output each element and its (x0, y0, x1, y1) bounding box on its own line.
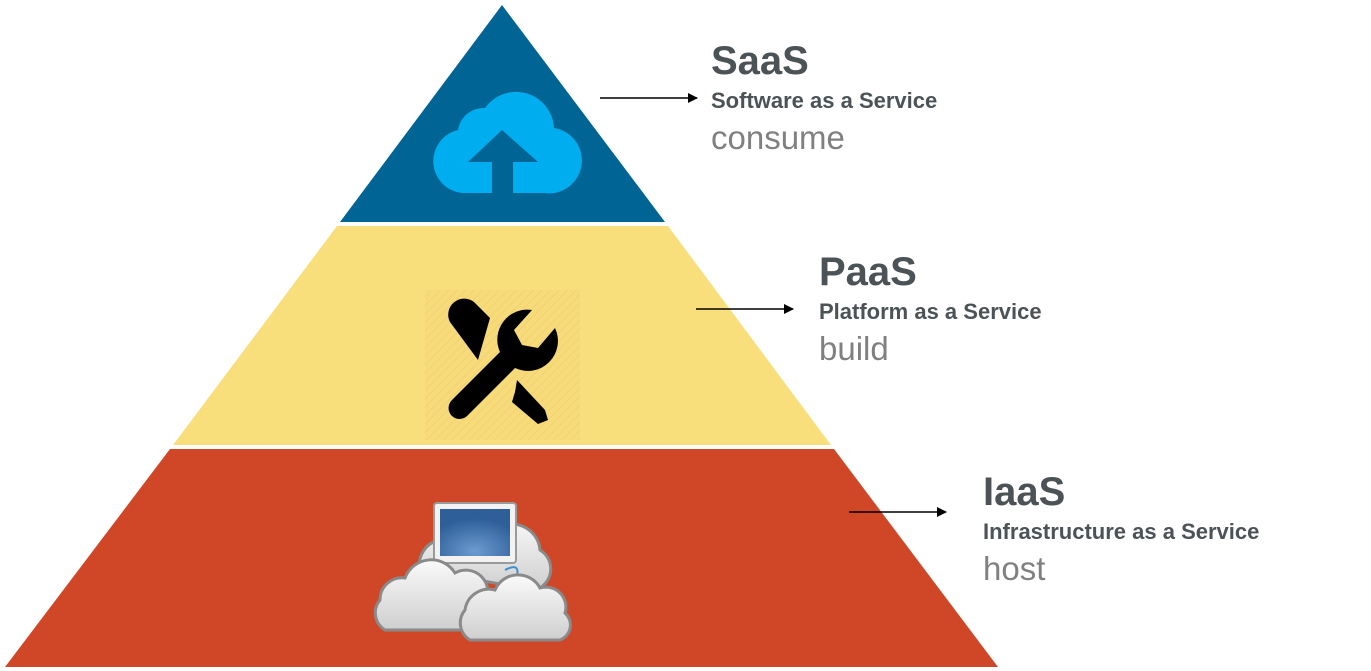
iaas-tagline: host (983, 550, 1046, 587)
iaas-subtitle: Infrastructure as a Service (983, 519, 1260, 544)
cloud-upload-icon (433, 91, 582, 194)
tools-icon (425, 290, 580, 440)
saas-tagline: consume (711, 119, 845, 156)
paas-title: PaaS (819, 250, 917, 294)
paas-tagline: build (819, 330, 889, 367)
saas-title: SaaS (711, 39, 809, 83)
paas-subtitle: Platform as a Service (819, 299, 1042, 324)
computer-cloud-icon (373, 502, 572, 642)
saas-subtitle: Software as a Service (711, 88, 938, 113)
iaas-title: IaaS (983, 470, 1066, 514)
